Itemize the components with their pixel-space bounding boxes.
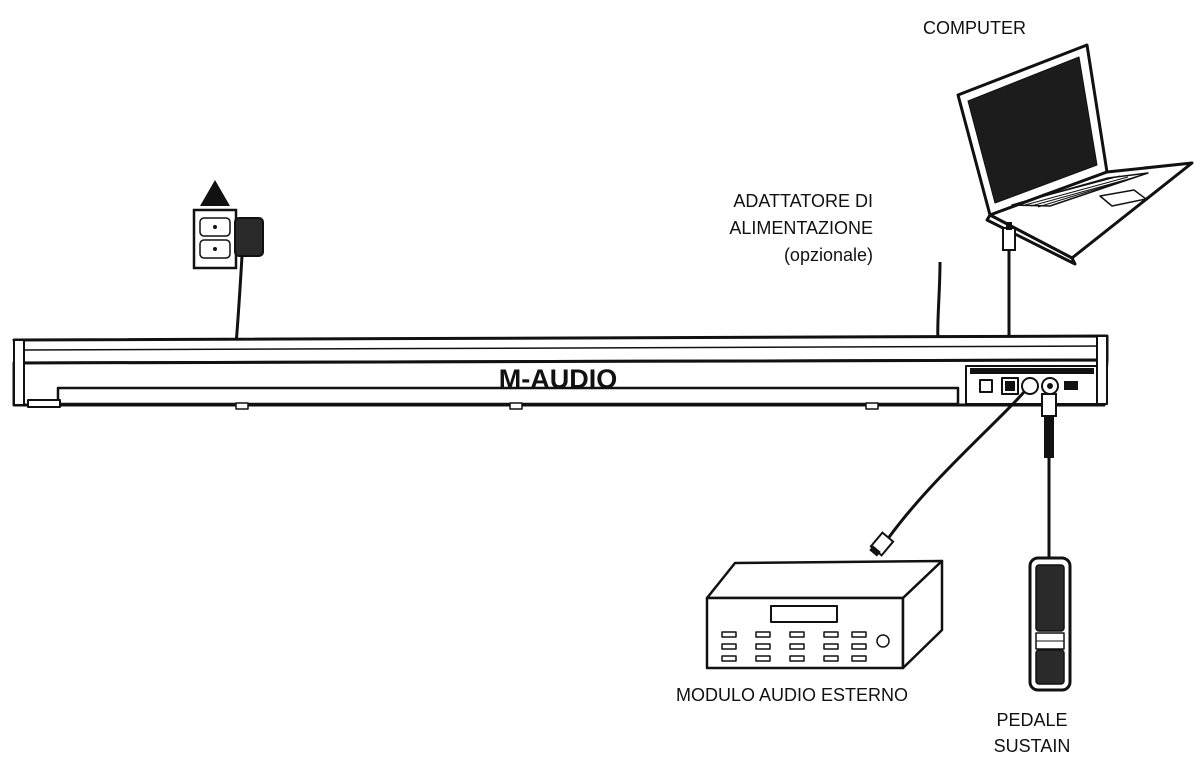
svg-text:(opzionale): (opzionale) xyxy=(784,245,873,265)
audio-module-top xyxy=(705,559,944,600)
laptop-trackpad xyxy=(1099,189,1147,207)
lock-slot xyxy=(1064,381,1078,390)
laptop-keys xyxy=(1017,174,1143,208)
keyboard-controller xyxy=(12,334,1109,410)
svg-text:!: ! xyxy=(213,190,218,206)
audio-module xyxy=(705,559,944,670)
adapter-label: ADATTATORE DI ALIMENTAZIONE (opzionale) xyxy=(729,191,873,265)
audio-module-label: MODULO AUDIO ESTERNO xyxy=(676,685,908,705)
keyboard-rail xyxy=(56,386,960,406)
computer-label: COMPUTER xyxy=(923,18,1026,38)
midi-port xyxy=(1021,377,1039,395)
laptop-screen xyxy=(967,56,1098,204)
svg-text:SUSTAIN: SUSTAIN xyxy=(994,736,1071,756)
laptop-computer xyxy=(956,43,1194,266)
svg-text:ADATTATORE DI: ADATTATORE DI xyxy=(733,191,873,211)
audio-module-side xyxy=(901,559,944,670)
audio-module-display xyxy=(770,605,838,623)
audio-module-buttons xyxy=(721,631,867,662)
pedal-label: PEDALE SUSTAIN xyxy=(994,710,1071,756)
warning-triangle-icon: ! xyxy=(200,180,230,206)
laptop-keyboard xyxy=(1011,172,1149,207)
midi-cable xyxy=(869,391,1026,557)
power-port xyxy=(979,379,993,393)
sustain-cable xyxy=(1041,393,1057,560)
svg-text:ALIMENTAZIONE: ALIMENTAZIONE xyxy=(729,218,873,238)
svg-text:PEDALE: PEDALE xyxy=(996,710,1067,730)
usb-plug xyxy=(1002,227,1016,251)
audio-module-knob xyxy=(876,634,890,648)
brand-logo: M-AUDIO xyxy=(499,364,617,394)
wall-outlet xyxy=(192,208,238,270)
sustain-pedal xyxy=(1028,556,1072,692)
